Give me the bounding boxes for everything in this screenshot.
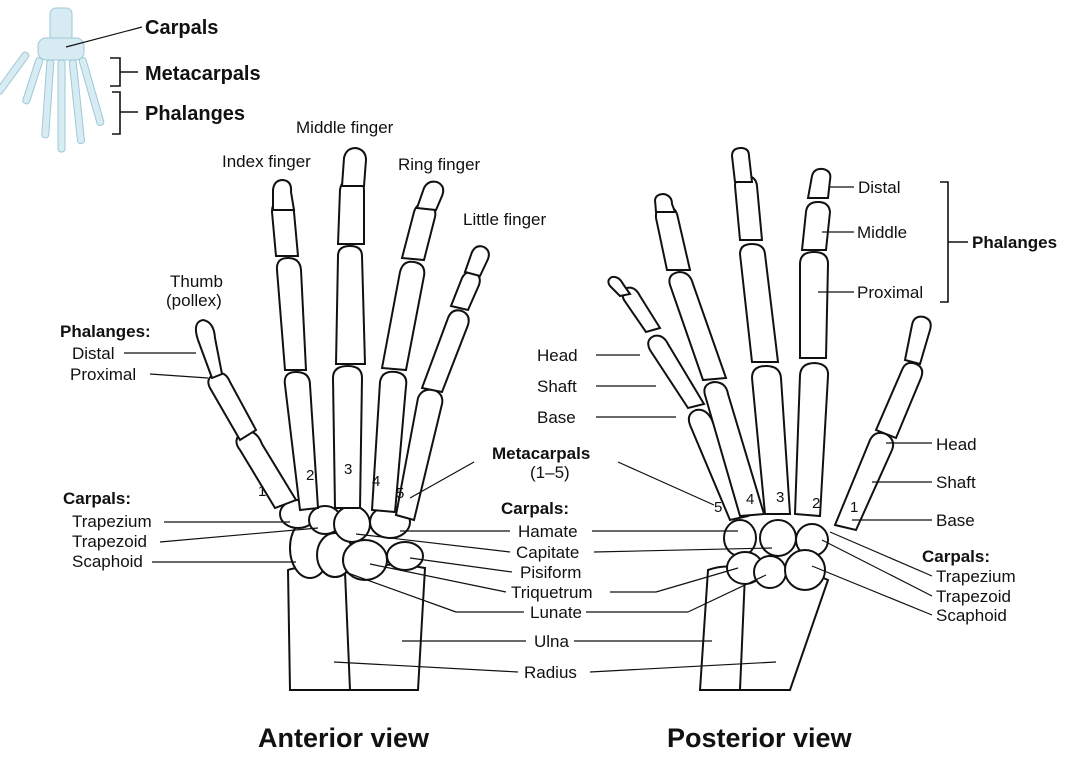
metacarpals-label: Metacarpals (492, 444, 590, 463)
posterior-phalanges-label: Phalanges (972, 233, 1057, 252)
leader-line (687, 574, 767, 613)
anterior-phalanges-heading: Phalanges: (60, 322, 151, 341)
posterior-base-left-label: Base (537, 408, 576, 427)
posterior-metacarpal-number-1: 1 (850, 499, 858, 516)
posterior-trapezium-label: Trapezium (936, 567, 1016, 586)
inset-carpals-label: Carpals (145, 17, 218, 39)
anterior-middle-finger (331, 146, 368, 509)
posterior-scaphoid-label: Scaphoid (936, 606, 1007, 625)
anterior-metacarpal-number-4: 4 (372, 473, 380, 490)
anterior-thumb-label: Thumb (170, 272, 223, 291)
anterior-metacarpal-number-2: 2 (306, 467, 314, 484)
inset-metacarpals-bracket (110, 57, 138, 87)
anterior-little-finger-label: Little finger (463, 210, 546, 229)
posterior-carpal-bones (723, 519, 829, 591)
inset-fingers (0, 51, 105, 153)
inset-phalanges-label: Phalanges (145, 103, 245, 125)
posterior-view-title: Posterior view (667, 723, 853, 753)
anterior-middle-finger-label: Middle finger (296, 118, 394, 137)
anterior-index-finger (270, 178, 320, 512)
leader-line (369, 563, 507, 593)
anterior-trapezoid-label: Trapezoid (72, 532, 147, 551)
anterior-metacarpal-number-1: 1 (258, 483, 266, 500)
posterior-metacarpal-number-4: 4 (746, 491, 754, 508)
anterior-proximal-label: Proximal (70, 365, 136, 384)
anterior-distal-label: Distal (72, 344, 115, 363)
posterior-phalanges-bracket (940, 181, 968, 303)
inset-carpals-leader (65, 26, 143, 48)
anterior-trapezium-label: Trapezium (72, 512, 152, 531)
capitate-label: Capitate (516, 543, 579, 562)
posterior-base-right-label: Base (936, 511, 975, 530)
posterior-distal-label: Distal (858, 178, 901, 197)
anterior-little-finger (394, 245, 490, 522)
posterior-metacarpal-number-3: 3 (776, 489, 784, 506)
leader-line (655, 567, 739, 593)
anterior-metacarpal-number-3: 3 (344, 461, 352, 478)
posterior-metacarpal-number-5: 5 (714, 499, 722, 516)
center-carpals-heading: Carpals: (501, 499, 569, 518)
leader-line (821, 539, 933, 597)
posterior-shaft-left-label: Shaft (537, 377, 577, 396)
triquetrum-label: Triquetrum (511, 583, 593, 602)
leader-line (829, 531, 933, 577)
anterior-pollex-label: (pollex) (166, 291, 222, 310)
anterior-carpals-heading: Carpals: (63, 489, 131, 508)
anterior-index-finger-label: Index finger (222, 152, 311, 171)
posterior-hand (607, 146, 932, 691)
anterior-scaphoid-label: Scaphoid (72, 552, 143, 571)
posterior-shaft-right-label: Shaft (936, 473, 976, 492)
anterior-hand (194, 146, 490, 691)
leader-line (344, 571, 457, 613)
posterior-middle-label: Middle (857, 223, 907, 242)
metacarpals-range-label: (1–5) (530, 463, 570, 482)
leader-line (355, 533, 511, 553)
leader-line (811, 565, 933, 616)
inset-hand-illustration (0, 7, 105, 153)
leader-line (409, 461, 475, 499)
posterior-head-right-label: Head (936, 435, 977, 454)
posterior-middle-finger (730, 146, 792, 515)
posterior-proximal-label: Proximal (857, 283, 923, 302)
radius-label: Radius (524, 663, 577, 682)
pisiform-label: Pisiform (520, 563, 581, 582)
leader-line (159, 527, 319, 543)
anterior-ring-finger (370, 180, 445, 514)
leader-line (409, 557, 513, 573)
anterior-thumb (194, 318, 298, 510)
ulna-label: Ulna (534, 632, 570, 651)
leader-line (593, 547, 773, 553)
posterior-head-left-label: Head (537, 346, 578, 365)
anterior-ulna-bone (286, 566, 354, 691)
posterior-index-finger (793, 167, 832, 518)
hamate-label: Hamate (518, 522, 578, 541)
lunate-label: Lunate (530, 603, 582, 622)
leader-line (589, 661, 777, 673)
posterior-ring-finger (653, 192, 766, 518)
leader-line (333, 661, 519, 673)
anterior-ring-finger-label: Ring finger (398, 155, 481, 174)
posterior-trapezoid-label: Trapezoid (936, 587, 1011, 606)
inset-metacarpals-label: Metacarpals (145, 63, 261, 85)
anterior-radius-bone (343, 563, 427, 691)
posterior-thumb (833, 315, 932, 532)
anterior-view-title: Anterior view (258, 723, 430, 753)
posterior-metacarpal-number-2: 2 (812, 495, 820, 512)
leader-line (149, 373, 209, 379)
posterior-carpals-heading: Carpals: (922, 547, 990, 566)
inset-phalanges-bracket (112, 91, 138, 135)
leader-line (617, 461, 715, 506)
anterior-metacarpal-number-5: 5 (396, 485, 404, 502)
